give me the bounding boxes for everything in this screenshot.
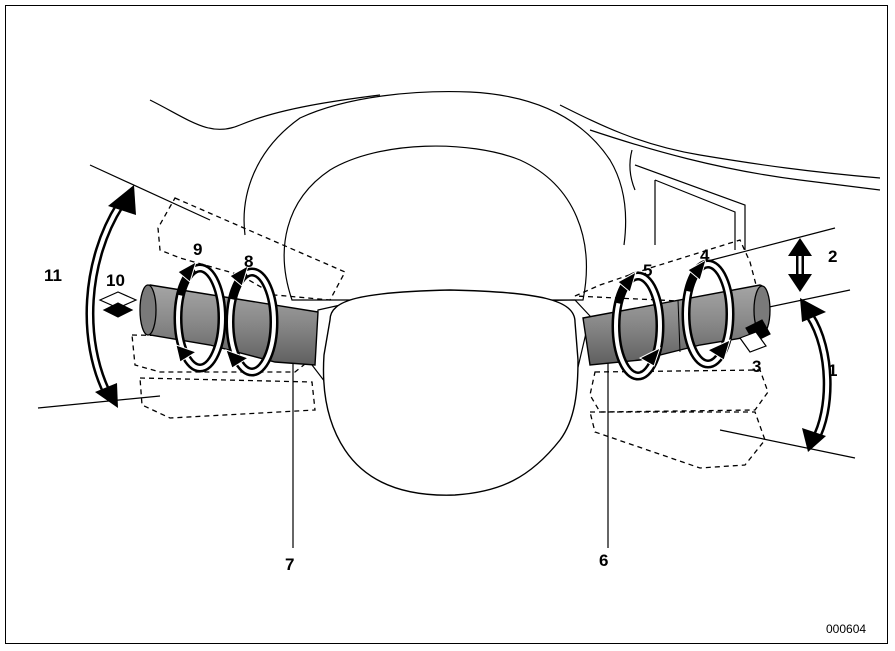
callout-11: 11 — [44, 266, 62, 285]
steering-wheel-hub — [322, 289, 579, 496]
right-stalk — [582, 284, 771, 366]
callout-5: 5 — [643, 261, 653, 280]
callout-3: 3 — [752, 357, 762, 376]
callout-9: 9 — [193, 240, 203, 259]
push-arrow-icon — [98, 291, 138, 318]
dashboard-outline — [149, 91, 881, 250]
callout-1: 1 — [828, 361, 838, 380]
double-arrow-2-icon — [788, 238, 812, 292]
right-stalk-position-outlines — [574, 239, 769, 469]
rotation-rings — [173, 259, 735, 381]
figure-reference-code: 000604 — [826, 622, 867, 636]
callout-2: 2 — [828, 247, 838, 266]
callout-6: 6 — [599, 551, 609, 570]
pull-arrow-icon — [739, 319, 771, 353]
ring-rotation-arrows — [175, 258, 731, 369]
left-stalk-position-outlines — [131, 197, 346, 419]
callout-8: 8 — [244, 252, 254, 271]
callout-4: 4 — [700, 246, 710, 265]
double-arrow-1-icon — [800, 298, 832, 452]
double-arrow-11-icon — [85, 185, 136, 408]
callout-7: 7 — [285, 555, 295, 574]
instrument-hood — [283, 145, 587, 301]
callout-10: 10 — [106, 271, 125, 290]
